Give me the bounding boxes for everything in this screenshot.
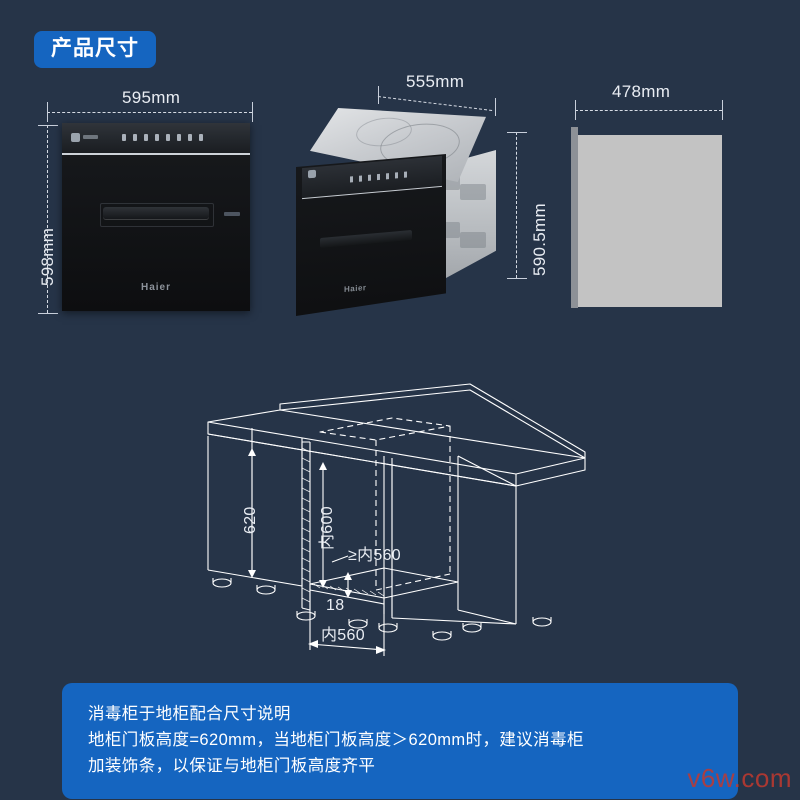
watermark: v6w.com [687, 763, 792, 793]
dim-tick-left [47, 102, 48, 122]
countertop-front-edge [207, 433, 517, 487]
touch-key [359, 175, 362, 182]
touch-key [155, 134, 159, 141]
touch-key [122, 134, 126, 141]
dim-label-620: 620 [242, 506, 259, 534]
dim-tick-iso-bottom [507, 278, 527, 279]
iso-panel-logo-icon [308, 169, 316, 179]
touch-key [199, 134, 203, 141]
dim-560-arrow-left [308, 640, 318, 648]
touch-key [177, 134, 181, 141]
dim-label-inner-600: 内600 [319, 506, 336, 550]
jamb-hatch [301, 447, 311, 603]
opening-left-jamb-cap [301, 441, 311, 611]
dim-line-height-598 [47, 125, 48, 313]
dim-18-arrow-top [344, 572, 352, 580]
dim-min560-leader [331, 555, 349, 563]
dim-600-arrow-top [319, 462, 327, 470]
touch-key [166, 134, 170, 141]
dim-tick-right [252, 102, 253, 122]
dim-line-width-478 [575, 110, 722, 111]
handle-recess [99, 203, 215, 227]
backsplash [279, 383, 586, 459]
cabinet-door: Haier [62, 155, 250, 311]
appliance-front-view: Haier [62, 123, 250, 311]
rear-panel-edge [571, 127, 578, 308]
touch-key [395, 172, 398, 179]
dim-label-width-595: 595mm [122, 88, 181, 107]
cabinet-installation-diagram: 620 内600 ≥内560 18 内560 [180, 378, 590, 668]
dim-560-line [309, 643, 385, 651]
countertop [207, 409, 586, 487]
touch-key [377, 173, 380, 181]
appliance-isometric-view: Haier [296, 108, 496, 318]
door-badge [224, 212, 240, 216]
dim-560-arrow-right [376, 646, 386, 654]
note-line-1: 地柜门板高度=620mm，当地柜门板高度＞620mm时，建议消毒柜 [88, 731, 584, 750]
touch-key [368, 174, 371, 181]
brand-logo: Haier [140, 282, 171, 293]
cab-right-top-inner [457, 455, 517, 487]
note-title: 消毒柜于地柜配合尺寸说明 [88, 705, 291, 723]
dim-620-arrow-top [248, 448, 256, 456]
panel-logo-icon [71, 133, 80, 142]
page-title-badge: 产品尺寸 [34, 31, 156, 68]
door-handle [103, 207, 209, 219]
dim-label-height-590: 590.5mm [530, 203, 549, 276]
dim-line-height-590 [516, 132, 517, 278]
touch-key [188, 134, 192, 141]
niche-floor-thickness [309, 584, 385, 605]
touch-key-row [122, 134, 203, 141]
cab-left-bottom [207, 569, 303, 587]
note-line-2: 加装饰条，以保证与地柜门板高度齐平 [88, 757, 376, 776]
cab-right-bottom-inner [457, 609, 517, 625]
cab-right-bottom [391, 617, 517, 625]
dim-tick-top [38, 125, 58, 126]
dim-600-arrow-bottom [319, 580, 327, 588]
dim-tick-depth-right [495, 98, 496, 116]
touch-key [144, 134, 148, 141]
shell-cutout [460, 184, 486, 200]
touch-key [404, 171, 407, 178]
dim-620-arrow-bottom [248, 570, 256, 578]
control-panel [62, 123, 250, 155]
dim-18-arrow-bottom [344, 590, 352, 598]
dim-tick-rear-right [722, 100, 723, 120]
panel-logo-text [83, 135, 98, 139]
niche-bottom-back [375, 573, 451, 591]
dim-label-depth-555: 555mm [406, 72, 465, 91]
note-box: 消毒柜于地柜配合尺寸说明 地柜门板高度=620mm，当地柜门板高度＞620mm时… [62, 683, 738, 800]
touch-key [350, 176, 353, 183]
dim-tick-bottom [38, 313, 58, 314]
dim-label-inner-560: 内560 [321, 627, 365, 644]
dim-label-height-598: 598mm [38, 227, 57, 286]
dim-label-min-inner-560: ≥内560 [348, 547, 401, 564]
touch-key [386, 173, 389, 180]
touch-key [133, 134, 137, 141]
dim-label-18: 18 [326, 597, 345, 614]
shell-cutout [460, 232, 486, 248]
dim-line-width-595 [47, 112, 252, 113]
dim-tick-iso-top [507, 132, 527, 133]
dim-tick-rear-left [575, 100, 576, 120]
niche-top [319, 417, 451, 441]
dim-label-width-478: 478mm [612, 82, 671, 101]
rear-panel-face [578, 135, 722, 307]
cabinet-feet [212, 578, 552, 641]
dim-tick-depth-left [378, 86, 379, 104]
